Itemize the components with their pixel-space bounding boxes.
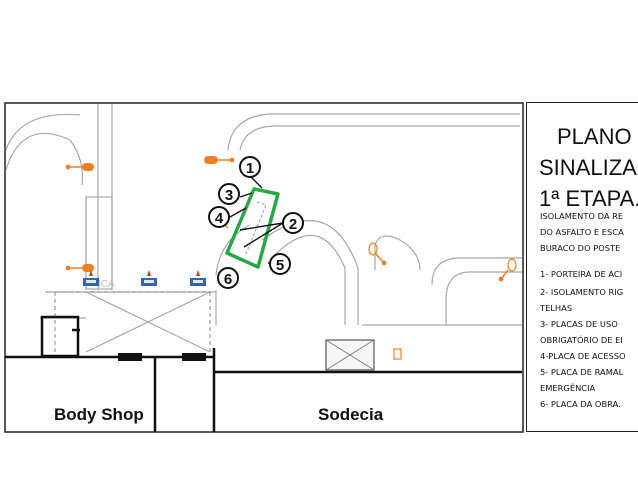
legend-item: 6- PLACA DA OBRA.	[540, 399, 621, 409]
dashed-isolation	[54, 291, 211, 352]
sodecia-label: Sodecia	[318, 405, 384, 424]
panel-description: ISOLAMENTO DA RE DO ASFALTO E ESCA BURAC…	[540, 208, 638, 256]
description-line: BURACO DO POSTE	[540, 243, 621, 253]
marker-3: 3	[218, 183, 240, 205]
legend-panel: PLANO D SINALIZAÇ 1ª ETAPA. ISOLAMENTO D…	[526, 102, 638, 432]
sign-icon	[83, 270, 99, 286]
road-lines	[5, 104, 522, 353]
legend-item: 4-PLACA DE ACESSO	[540, 351, 626, 361]
marker-5: 5	[269, 253, 291, 275]
sign-icon	[190, 270, 206, 286]
lamp-icon	[498, 258, 517, 282]
numbered-markers: 1 3 4 2 5 6	[208, 156, 304, 289]
svg-text:5: 5	[276, 257, 284, 274]
legend-list: 1- PORTEIRA DE ACI 2- ISOLAMENTO RIG TEL…	[540, 266, 626, 412]
svg-text:1: 1	[246, 160, 254, 177]
legend-item: 2- ISOLAMENTO RIG	[540, 287, 624, 297]
legend-item: EMERGÊNCIA	[540, 383, 596, 393]
marker-6: 6	[217, 267, 239, 289]
description-line: DO ASFALTO E ESCA	[540, 227, 624, 237]
gate-blocks	[118, 353, 206, 361]
body-shop-label: Body Shop	[54, 405, 144, 424]
legend-item: 5- PLACA DE RAMAL	[540, 367, 624, 377]
lamp-icon	[65, 163, 94, 171]
marker-4: 4	[208, 206, 230, 228]
title-line-3: 1ª ETAPA.	[539, 186, 638, 211]
legend-item: TELHAS	[540, 303, 573, 313]
svg-text:2: 2	[289, 216, 297, 233]
panel-title: PLANO D SINALIZAÇ 1ª ETAPA.	[539, 105, 638, 214]
traffic-signs	[83, 270, 206, 286]
title-line-2: SINALIZAÇ	[539, 155, 638, 180]
legend-item: 3- PLACAS DE USO	[540, 319, 618, 329]
plan-frame	[4, 102, 524, 433]
svg-text:4: 4	[215, 210, 224, 227]
svg-text:3: 3	[225, 187, 233, 204]
sign-icon	[141, 270, 157, 286]
marker-2: 2	[282, 212, 304, 234]
legend-item: 1- PORTEIRA DE ACI	[540, 269, 623, 279]
gatehouse	[325, 339, 375, 371]
lamp-icon	[65, 264, 94, 272]
building-walls	[5, 315, 522, 432]
svg-text:6: 6	[224, 271, 232, 288]
marker-1: 1	[239, 156, 261, 178]
lamp-icon	[368, 242, 387, 266]
small-box-icon	[393, 348, 402, 360]
lamp-icon	[204, 156, 235, 164]
description-line: ISOLAMENTO DA RE	[540, 211, 624, 221]
legend-item: OBRIGATÓRIO DE EI	[540, 335, 623, 345]
title-line-1: PLANO D	[557, 124, 638, 149]
isolation-barrier	[225, 187, 280, 269]
street-lamps	[65, 156, 517, 359]
faded-label: ICA	[98, 279, 115, 290]
